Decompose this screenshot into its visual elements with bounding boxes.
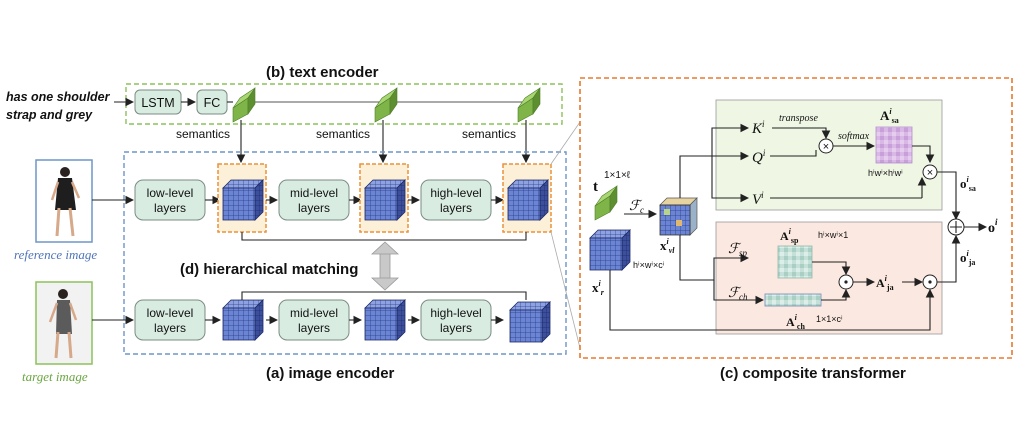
semantics-label-3: semantics [462, 127, 516, 141]
matching-title: (d) hierarchical matching [180, 261, 358, 278]
ref-low-feature-cube [222, 179, 264, 221]
reference-person-figure [50, 167, 81, 237]
V-symbol: Vi [752, 190, 764, 208]
Asa-dim: hⁱwⁱ×hⁱwⁱ [868, 168, 903, 178]
tgt-low-feature-cube [222, 299, 264, 341]
tgt-high-label-2: layers [440, 321, 472, 335]
tgt-high-feature-cube [509, 301, 551, 343]
Asa-map [875, 126, 913, 164]
ref-high-label-1: high-level [430, 186, 481, 200]
Asp-symbol: Aisp [780, 227, 799, 245]
fc-symbol: ℱc [629, 199, 644, 215]
text-input-line-2: strap and grey [6, 108, 93, 122]
Ach-map [764, 293, 822, 307]
image-encoder-frame [123, 151, 567, 355]
lstm-label: LSTM [141, 96, 174, 110]
tgt-mid-label-2: layers [298, 321, 330, 335]
matching-double-arrow [370, 241, 400, 291]
tgt-low-label-1: low-level [147, 306, 194, 320]
Aja-symbol: Aija [876, 274, 894, 292]
image-encoder-title: (a) image encoder [266, 365, 395, 382]
ref-mid-label-1: mid-level [290, 186, 338, 200]
Q-symbol: Qi [752, 148, 766, 166]
xvl-cube [659, 197, 698, 236]
tgt-low-label-2: layers [154, 321, 186, 335]
xr-dim: hⁱ×wⁱ×cⁱ [633, 260, 665, 270]
t-symbol: t [593, 179, 598, 195]
t-dim: 1×1×ℓ [604, 170, 631, 181]
text-input-line-1: has one shoulder [6, 90, 111, 104]
semantics-label-2: semantics [316, 127, 370, 141]
Asp-dim: hⁱ×wⁱ×1 [818, 230, 848, 240]
fch-symbol: ℱch [728, 286, 748, 302]
text-encoder-frame [125, 83, 563, 125]
tgt-mid-feature-cube [364, 299, 406, 341]
output-symbol: oi [988, 217, 998, 236]
svg-text:×: × [823, 141, 829, 153]
ref-low-label-2: layers [154, 201, 186, 215]
semantic-vector-high [517, 87, 541, 123]
osa-symbol: oisa [960, 175, 976, 193]
xr-cube [589, 229, 631, 271]
ref-mid-label-2: layers [298, 201, 330, 215]
t-vector [594, 185, 618, 221]
semantic-vector-mid [374, 87, 398, 123]
Asa-symbol: Aisa [880, 107, 899, 125]
semantics-label-1: semantics [176, 127, 230, 141]
Ach-symbol: Aich [786, 313, 805, 331]
fsp-symbol: ℱsp [728, 242, 748, 258]
joint-attention-panel [715, 221, 943, 335]
xr-symbol: xir [592, 279, 605, 297]
Asp-map [777, 245, 813, 279]
xvl-symbol: xivl [660, 237, 675, 255]
composite-title: (c) composite transformer [720, 365, 906, 382]
softmax-label: softmax [838, 131, 870, 142]
ref-high-feature-cube [507, 179, 549, 221]
reference-image-label: reference image [14, 247, 97, 262]
target-image-label: target image [22, 369, 88, 384]
ref-high-label-2: layers [440, 201, 472, 215]
fc-label: FC [204, 96, 221, 110]
ref-mid-feature-cube [364, 179, 406, 221]
semantic-vector-low [232, 87, 256, 123]
tgt-high-label-1: high-level [430, 306, 481, 320]
transpose-label: transpose [779, 113, 818, 124]
oja-symbol: oija [960, 249, 975, 267]
text-encoder-title: (b) text encoder [266, 64, 379, 81]
Ach-dim: 1×1×cⁱ [816, 314, 843, 324]
K-symbol: Ki [751, 119, 765, 137]
target-person-figure [48, 289, 78, 359]
ref-low-label-1: low-level [147, 186, 194, 200]
tgt-mid-label-1: mid-level [290, 306, 338, 320]
svg-text:×: × [927, 167, 933, 179]
composite-frame [579, 77, 1013, 359]
